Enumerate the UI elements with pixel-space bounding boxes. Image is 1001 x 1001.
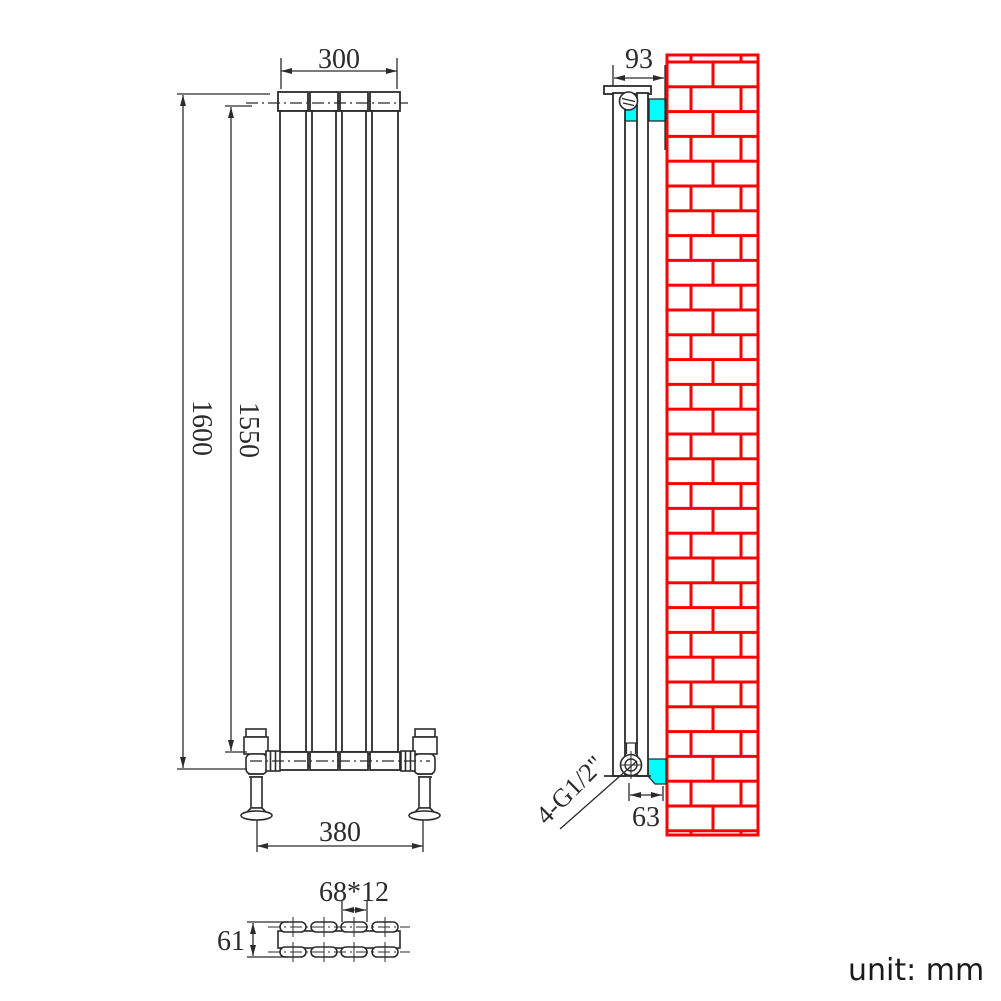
left-valve [240, 728, 281, 821]
connection-leader-line [559, 760, 638, 830]
unit-note: unit: mm [848, 953, 984, 988]
top-bracket-block [648, 98, 667, 122]
right-valve [400, 728, 441, 821]
dim-width-label: 300 [318, 44, 360, 75]
centerlines-section [268, 926, 410, 953]
dim-pipe-to-wall-label: 63 [632, 802, 660, 833]
top-fixing [618, 91, 639, 111]
dim-pipe-to-wall-lines [628, 783, 664, 801]
side-profile [603, 85, 652, 777]
dim-section-depth-lines [247, 921, 288, 958]
connection-spec-label: 4-G1/2" [530, 750, 610, 830]
dim-panel-height-lines [225, 105, 252, 753]
brick-wall [665, 53, 760, 837]
side-view: 93 63 4-G1/2" [530, 44, 760, 837]
front-view: 300 1600 1550 380 [177, 44, 441, 852]
dim-panel-height-label: 1550 [233, 402, 264, 458]
dim-overall-height-label: 1600 [186, 400, 217, 456]
dim-width-lines [280, 58, 398, 89]
back-panel-side [636, 92, 649, 777]
front-panel-side [612, 92, 626, 777]
dim-valve-spacing-lines [256, 820, 424, 852]
bottom-header [277, 751, 401, 771]
dim-valve-spacing-label: 380 [319, 817, 361, 848]
dim-overall-height-lines [177, 93, 270, 770]
section-collector [277, 930, 401, 949]
centerlines-front [246, 102, 430, 762]
panel-bodies [279, 110, 399, 753]
dim-tube-profile-label: 68*12 [319, 877, 389, 908]
dim-depth-label: 93 [625, 44, 653, 75]
dim-section-depth-label: 61 [217, 926, 245, 957]
dim-depth-lines [612, 65, 666, 150]
bottom-section-view: 68*12 61 [217, 877, 410, 962]
dim-tube-profile-lines [341, 901, 368, 922]
